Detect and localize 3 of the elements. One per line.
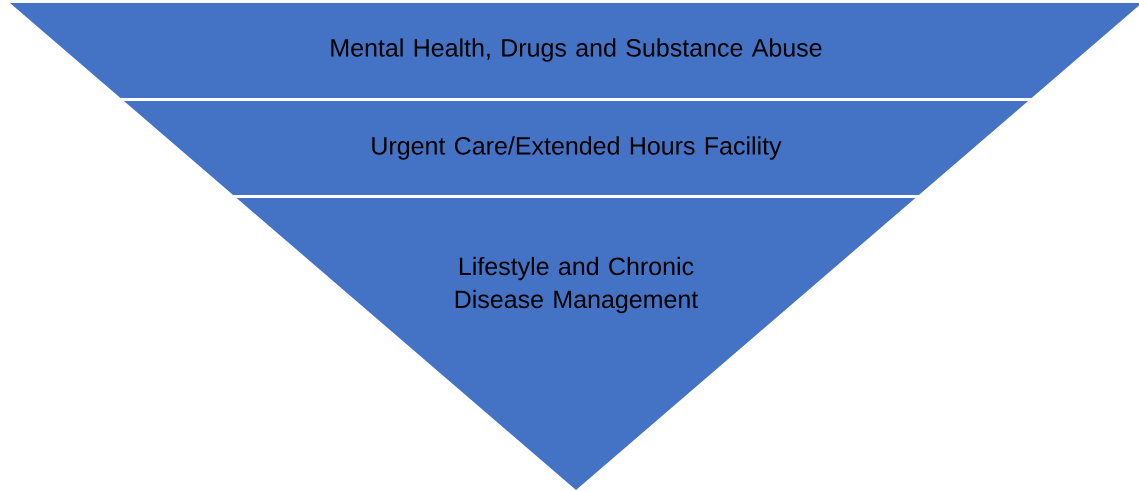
pyramid-band: Mental Health, Drugs and Substance Abuse [10, 3, 1139, 98]
pyramid-band: Urgent Care/Extended Hours Facility [123, 101, 1029, 195]
pyramid-band: Lifestyle and Chronic Disease Management [236, 198, 916, 490]
